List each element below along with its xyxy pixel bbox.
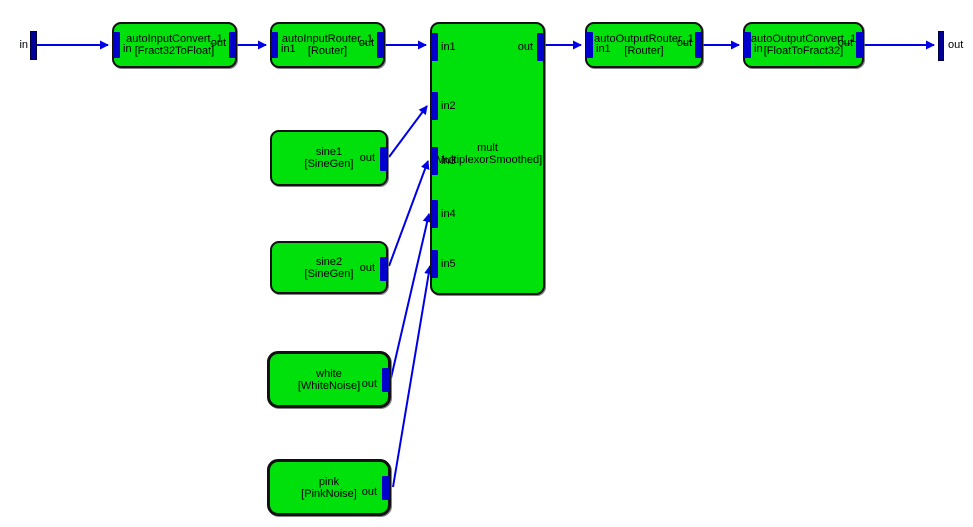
- block-autoOutputRouter[interactable]: autoOutputRouter_1 [Router] in1 out: [585, 22, 703, 68]
- block-title: mult [MultiplexorSmoothed]: [432, 142, 543, 166]
- output-pin-out[interactable]: [382, 368, 389, 392]
- output-pin-out[interactable]: [537, 33, 544, 61]
- input-pin-in4[interactable]: [431, 200, 438, 228]
- pin-label-out: out: [837, 37, 853, 49]
- input-pin-in[interactable]: [113, 32, 120, 58]
- pin-label-in2: in2: [441, 100, 456, 112]
- input-pin-in1[interactable]: [586, 32, 593, 58]
- block-name: pink: [318, 475, 340, 488]
- pin-label-out: out: [359, 262, 375, 274]
- input-pin-in[interactable]: [744, 32, 751, 58]
- output-pin-out[interactable]: [377, 32, 384, 58]
- wire-white-to-in4[interactable]: [390, 213, 432, 379]
- pin-label-in1: in1: [281, 43, 296, 55]
- pin-label-in1: in1: [441, 41, 456, 53]
- block-name: sine2: [315, 255, 343, 268]
- block-name: autoInputConvert_1: [126, 33, 223, 45]
- pin-label-in4: in4: [441, 208, 456, 220]
- block-title: sine1 [SineGen]: [272, 146, 386, 170]
- block-type: [SineGen]: [304, 267, 354, 280]
- block-pink[interactable]: pink [PinkNoise] out: [267, 459, 391, 516]
- block-type: [SineGen]: [304, 158, 354, 170]
- block-mult[interactable]: mult [MultiplexorSmoothed] in1 in2 in3 i…: [430, 22, 545, 295]
- external-output-label: out: [948, 39, 964, 51]
- output-pin-out[interactable]: [229, 32, 236, 58]
- block-name: sine1: [315, 146, 343, 158]
- output-pin-out[interactable]: [382, 476, 389, 500]
- pin-label-out: out: [358, 37, 374, 49]
- block-name: autoOutputConvert_1: [750, 33, 857, 45]
- external-output-pin[interactable]: [938, 31, 944, 61]
- block-type: [Router]: [624, 45, 664, 57]
- pin-label-in5: in5: [441, 258, 456, 270]
- output-pin-out[interactable]: [695, 32, 702, 58]
- output-pin-out[interactable]: [380, 257, 387, 281]
- external-input-label: in: [19, 39, 28, 51]
- block-title: white [WhiteNoise]: [270, 368, 388, 392]
- output-pin-out[interactable]: [856, 32, 863, 58]
- block-type: [WhiteNoise]: [297, 379, 361, 392]
- block-name: white: [316, 367, 342, 380]
- input-pin-in1[interactable]: [431, 33, 438, 61]
- output-pin-out[interactable]: [380, 147, 387, 171]
- block-title: autoOutputConvert_1 [FloatToFract32]: [745, 33, 862, 57]
- pin-label-out: out: [676, 37, 692, 49]
- block-type: [Fract32ToFloat]: [134, 45, 215, 57]
- block-title: autoInputRouter_1 [Router]: [272, 33, 383, 57]
- input-pin-in5[interactable]: [431, 250, 438, 278]
- pin-label-in1: in1: [596, 43, 611, 55]
- block-title: pink [PinkNoise]: [270, 476, 388, 500]
- external-input-pin[interactable]: [30, 31, 37, 60]
- pin-label-out: out: [210, 37, 226, 49]
- block-name: autoOutputRouter_1: [594, 33, 694, 45]
- block-type: [MultiplexorSmoothed]: [432, 154, 543, 166]
- block-title: sine2 [SineGen]: [272, 256, 386, 280]
- pin-label-in: in: [123, 43, 132, 55]
- input-pin-in2[interactable]: [431, 92, 438, 120]
- pin-label-out: out: [361, 378, 377, 390]
- input-pin-in1[interactable]: [271, 32, 278, 58]
- input-pin-in3[interactable]: [431, 147, 438, 175]
- pin-label-in3: in3: [441, 155, 456, 167]
- pin-label-in: in: [754, 43, 763, 55]
- block-white[interactable]: white [WhiteNoise] out: [267, 351, 391, 408]
- pin-label-out: out: [517, 41, 533, 53]
- block-sine2[interactable]: sine2 [SineGen] out: [270, 241, 388, 294]
- block-type: [Router]: [307, 45, 348, 57]
- block-name: mult: [477, 142, 498, 154]
- pin-label-out: out: [359, 152, 375, 164]
- wire-pink-to-in5[interactable]: [392, 265, 434, 488]
- block-autoInputConvert[interactable]: autoInputConvert_1 [Fract32ToFloat] in o…: [112, 22, 237, 68]
- block-type: [PinkNoise]: [301, 487, 357, 500]
- block-type: [FloatToFract32]: [763, 45, 844, 57]
- wire-sine2-to-in3[interactable]: [388, 160, 430, 267]
- block-title: autoInputConvert_1 [Fract32ToFloat]: [114, 33, 235, 57]
- pin-label-out: out: [361, 486, 377, 498]
- block-name: autoInputRouter_1: [281, 33, 374, 45]
- block-autoOutputConvert[interactable]: autoOutputConvert_1 [FloatToFract32] in …: [743, 22, 864, 68]
- block-title: autoOutputRouter_1 [Router]: [587, 33, 701, 57]
- block-sine1[interactable]: sine1 [SineGen] out: [270, 130, 388, 186]
- wire-sine1-to-in2[interactable]: [388, 105, 428, 158]
- block-autoInputRouter[interactable]: autoInputRouter_1 [Router] in1 out: [270, 22, 385, 68]
